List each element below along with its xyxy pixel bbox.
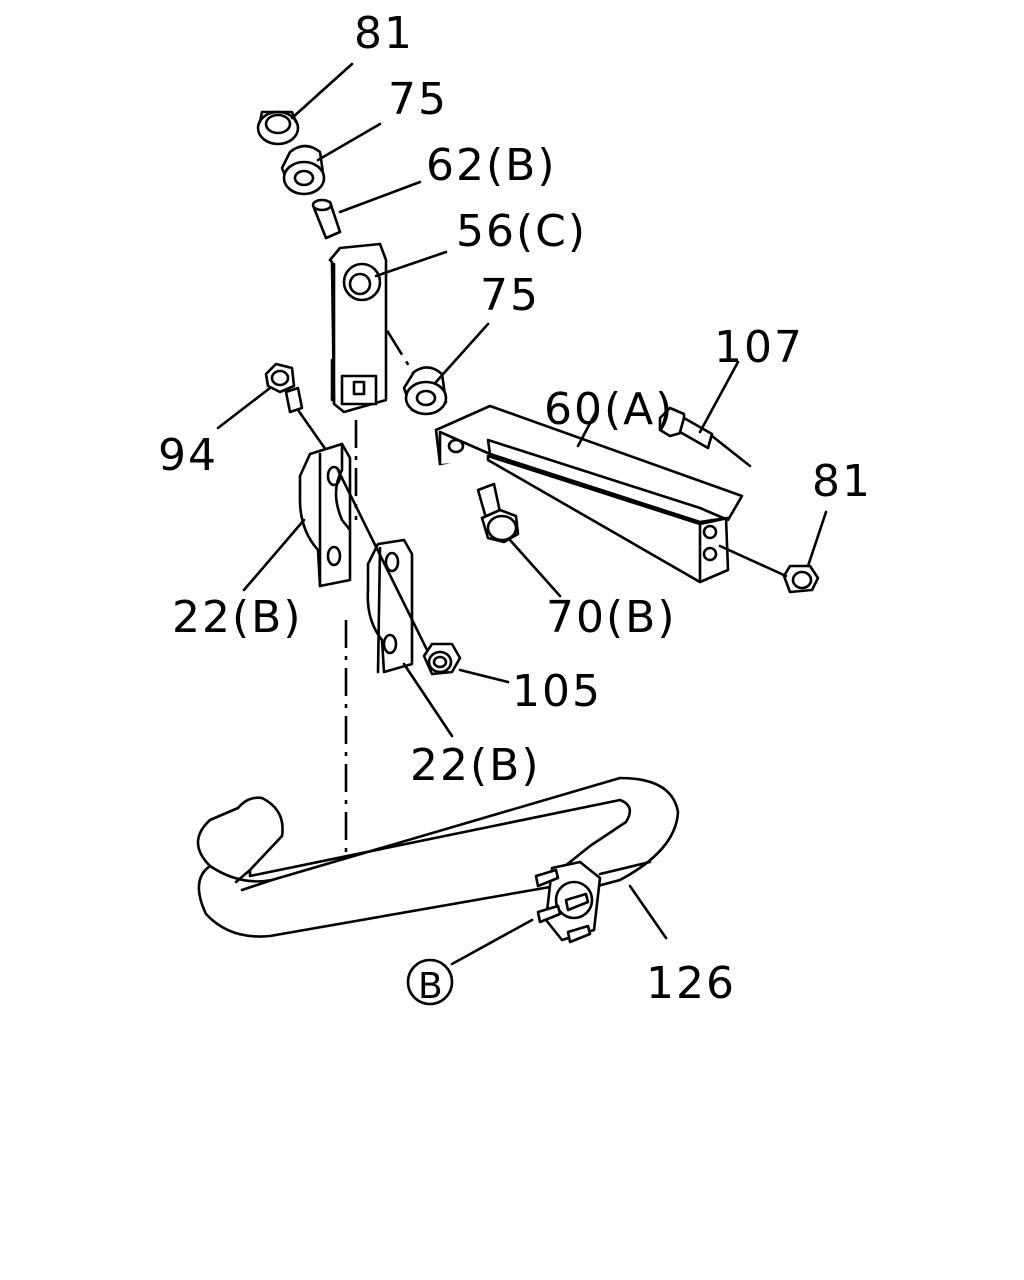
clamp-22b-lower <box>336 468 434 674</box>
callout-81-top: 81 <box>354 8 414 59</box>
bolt-107 <box>658 406 752 468</box>
callout-60a: 60(A) <box>544 384 674 435</box>
reference-circle-b <box>406 958 454 1006</box>
rubber-bushing-top <box>280 144 326 196</box>
flange-nut-right <box>718 544 820 594</box>
leader-lines <box>216 62 828 966</box>
callout-81-right: 81 <box>812 456 872 507</box>
pipe-flange <box>534 860 602 944</box>
callout-126: 126 <box>646 958 736 1009</box>
exhaust-pipe-126 <box>196 776 680 938</box>
callout-56c: 56(C) <box>456 206 587 257</box>
bolt-70b <box>476 482 520 544</box>
callout-62b: 62(B) <box>426 140 557 191</box>
flange-nut-top <box>256 110 300 146</box>
callout-107: 107 <box>714 322 804 373</box>
callout-75-top: 75 <box>388 74 448 125</box>
bolt-94 <box>264 362 328 452</box>
collar-62b <box>311 198 342 240</box>
rubber-bushing-mid <box>402 366 448 416</box>
callout-22b-bottom: 22(B) <box>410 740 541 791</box>
hanger-bracket-56c <box>328 242 388 414</box>
callout-75-mid: 75 <box>480 270 540 321</box>
clamp-22b-upper <box>298 442 352 588</box>
callout-94: 94 <box>158 430 218 481</box>
reference-label-b: B <box>418 966 443 1007</box>
callout-70b: 70(B) <box>546 592 677 643</box>
callout-22b-left: 22(B) <box>172 592 303 643</box>
callout-105: 105 <box>512 666 602 717</box>
flange-nut-105 <box>422 642 462 676</box>
bracket-60a <box>434 404 744 584</box>
